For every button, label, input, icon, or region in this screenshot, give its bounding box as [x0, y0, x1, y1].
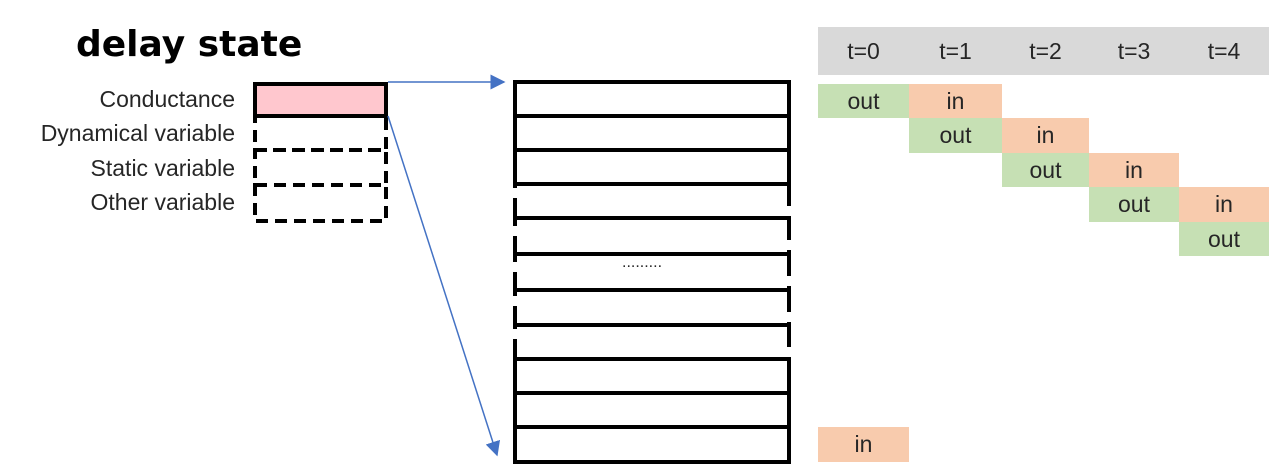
timeline-out-cell: out: [909, 118, 1002, 153]
timeline-out-cell: out: [1179, 222, 1269, 256]
time-header-t0: t=0: [818, 27, 909, 75]
time-header-t3: t=3: [1089, 27, 1179, 75]
state-stack: [253, 82, 388, 223]
timeline-out-cell: out: [1002, 153, 1089, 187]
buffer-slot-dashed: [513, 288, 791, 327]
timeline-in-cell: in: [909, 84, 1002, 118]
timeline-out-cell: out: [818, 84, 909, 118]
time-header-t4: t=4: [1179, 27, 1269, 75]
buffer-slot: [513, 80, 791, 118]
conductance-box: [253, 82, 388, 118]
timeline-in-cell: in: [1002, 118, 1089, 153]
label-conductance: Conductance: [99, 86, 235, 112]
dynamical-variable-box: [253, 114, 388, 152]
timeline-in-cell: in: [1179, 187, 1269, 222]
diagram-title: delay state: [76, 24, 303, 65]
label-other-variable: Other variable: [90, 189, 235, 215]
label-static-variable: Static variable: [90, 155, 235, 181]
buffer-slot-dashed: [513, 182, 791, 220]
timeline-out-cell: out: [1089, 187, 1179, 222]
time-header-t2: t=2: [1002, 27, 1089, 75]
other-variable-box: [253, 183, 388, 223]
arrow-to-buffer-bottom: [387, 115, 501, 457]
buffer-slot: [513, 425, 791, 464]
buffer-slot: [513, 114, 791, 152]
delay-buffer: [513, 80, 791, 464]
time-header-t1: t=1: [909, 27, 1002, 75]
timeline-in-cell: in: [1089, 153, 1179, 187]
bottom-in-cell: in: [818, 427, 909, 462]
buffer-ellipsis: .........: [622, 254, 663, 271]
buffer-slot-dashed: [513, 323, 791, 361]
static-variable-box: [253, 148, 388, 187]
buffer-slot-dashed: [513, 216, 791, 256]
buffer-slot: [513, 357, 791, 395]
buffer-slot: [513, 148, 791, 186]
buffer-slot: [513, 391, 791, 429]
label-dynamical-variable: Dynamical variable: [40, 120, 235, 146]
